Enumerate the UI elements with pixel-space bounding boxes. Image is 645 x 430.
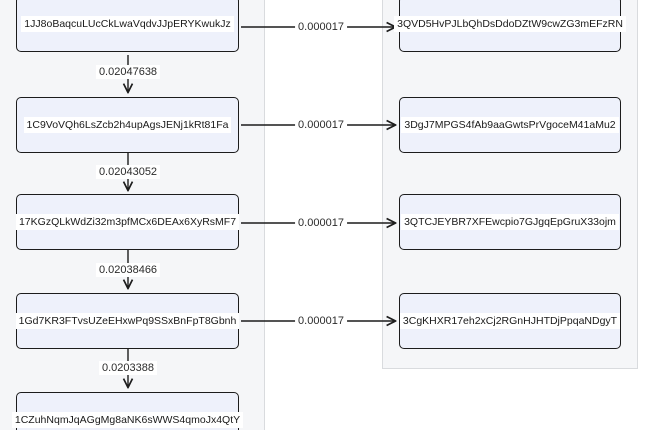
address-label: 3QTCJEYBR7XFEwcpio7GJgqEpGruX33ojm [401,214,619,230]
address-node-right-4[interactable]: 3CgKHXR17eh2xCj2RGnHJHTDjPpqaNDgyT [399,293,621,349]
address-label: 3QVD5HvPJLbQhDsDdoDZtW9cwZG3mEFzRN [394,16,626,32]
flow-amount-label-right-3: 0.000017 [295,216,347,230]
address-node-left-3[interactable]: 17KGzQLkWdZi32m3pfMCx6DEAx6XyRsMF7 [15,194,240,250]
flow-amount-label-right-2: 0.000017 [295,118,347,132]
address-label: 1CZuhNqmJqAGgMg8aNK6sWWS4qmoJx4QtY [11,412,244,428]
address-node-left-4[interactable]: 1Gd7KR3FTvsUZeEHxwPq9SSxBnFpT8Gbnh [15,293,240,349]
flow-amount-label-right-4: 0.000017 [295,314,347,328]
address-node-left-2[interactable]: 1C9VoVQh6LsZcb2h4upAgsJENj1kRt81Fa [16,97,239,153]
flow-amount-label-down-2: 0.02043052 [95,165,161,179]
address-node-right-2[interactable]: 3DgJ7MPGS4fAb9aaGwtsPrVgoceM41aMu2 [399,97,621,153]
address-label: 1C9VoVQh6LsZcb2h4upAgsJENj1kRt81Fa [23,117,232,133]
flow-amount-label-right-1: 0.000017 [295,20,347,34]
flow-amount-label-down-3: 0.02038466 [95,263,161,277]
address-node-right-3[interactable]: 3QTCJEYBR7XFEwcpio7GJgqEpGruX33ojm [399,194,621,250]
address-node-left-1[interactable]: 1JJ8oBaqcuLUcCkLwaVqdvJJpERYKwukJz [16,0,239,52]
address-label: 1JJ8oBaqcuLUcCkLwaVqdvJJpERYKwukJz [21,16,234,32]
flow-amount-label-down-1: 0.02047638 [95,65,161,79]
address-label: 1Gd7KR3FTvsUZeEHxwPq9SSxBnFpT8Gbnh [15,313,240,329]
address-label: 3CgKHXR17eh2xCj2RGnHJHTDjPpqaNDgyT [399,313,621,329]
address-label: 3DgJ7MPGS4fAb9aaGwtsPrVgoceM41aMu2 [401,117,619,133]
flow-amount-label-down-4: 0.0203388 [99,361,157,375]
address-node-right-1[interactable]: 3QVD5HvPJLbQhDsDdoDZtW9cwZG3mEFzRN [394,0,626,52]
address-label: 17KGzQLkWdZi32m3pfMCx6DEAx6XyRsMF7 [15,214,240,230]
address-node-left-5[interactable]: 1CZuhNqmJqAGgMg8aNK6sWWS4qmoJx4QtY [11,392,244,430]
